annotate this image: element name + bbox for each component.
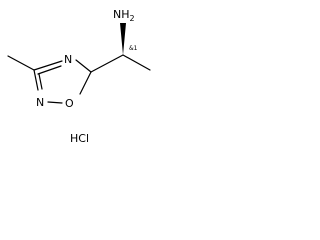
wedge-bond-chiral-amine	[120, 23, 126, 55]
amine-subscript: 2	[130, 14, 135, 23]
bond-c5-o1	[79, 71, 92, 95]
stereo-label: &1	[129, 45, 138, 52]
bond-c5-chiral	[90, 54, 124, 73]
bond-methyl-c3	[7, 55, 35, 71]
bond-n2-c3	[33, 69, 39, 91]
salt-label: HCl	[70, 132, 89, 145]
chemical-structure: NH2 &1 N N O HCl	[7, 8, 151, 145]
bond-c3-n4	[33, 60, 63, 71]
bond-o1-n2	[47, 101, 63, 104]
bond-c3-n4-double	[37, 65, 62, 75]
ring-nitrogen-top: N	[64, 53, 72, 66]
bond-chiral-methyl	[122, 54, 151, 71]
bond-n4-c5	[75, 59, 92, 73]
ring-nitrogen-bottom: N	[36, 96, 44, 109]
bond-n2-c3-double	[38, 73, 43, 90]
ring-oxygen: O	[65, 97, 74, 110]
amine-label: NH2	[113, 8, 135, 23]
